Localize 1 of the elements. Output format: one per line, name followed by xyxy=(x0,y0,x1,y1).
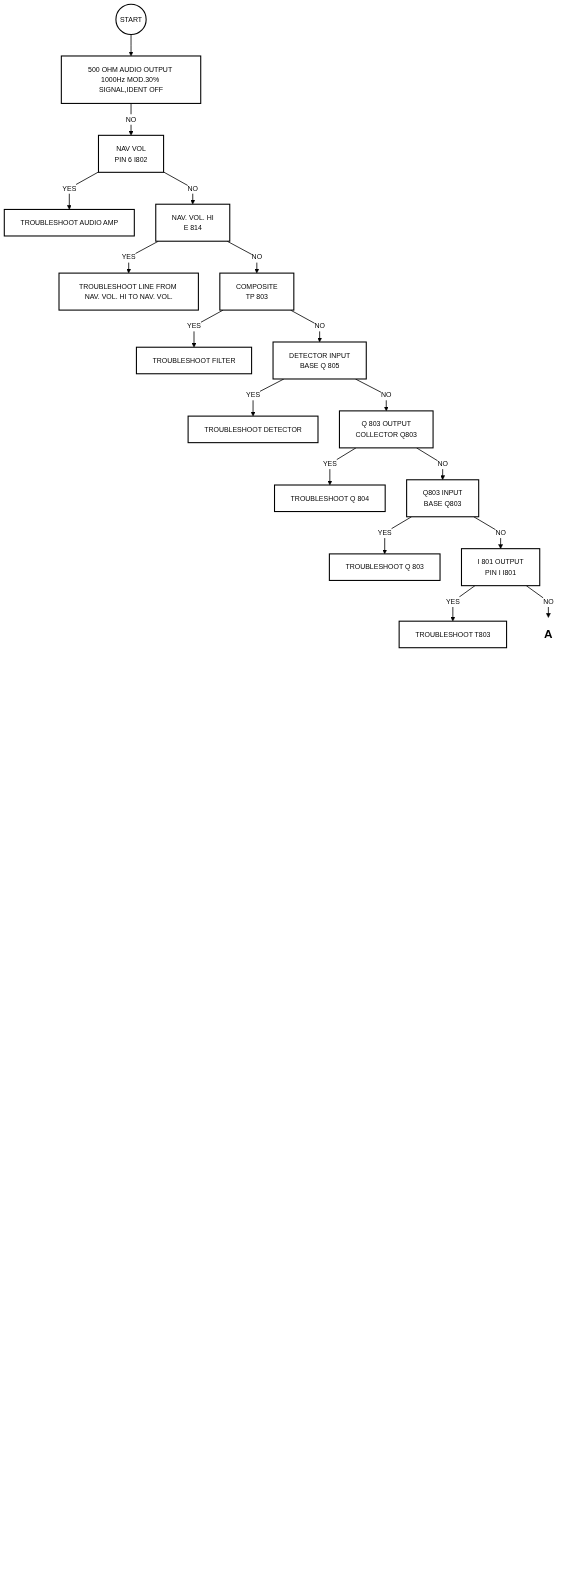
node-text: A xyxy=(544,627,553,642)
